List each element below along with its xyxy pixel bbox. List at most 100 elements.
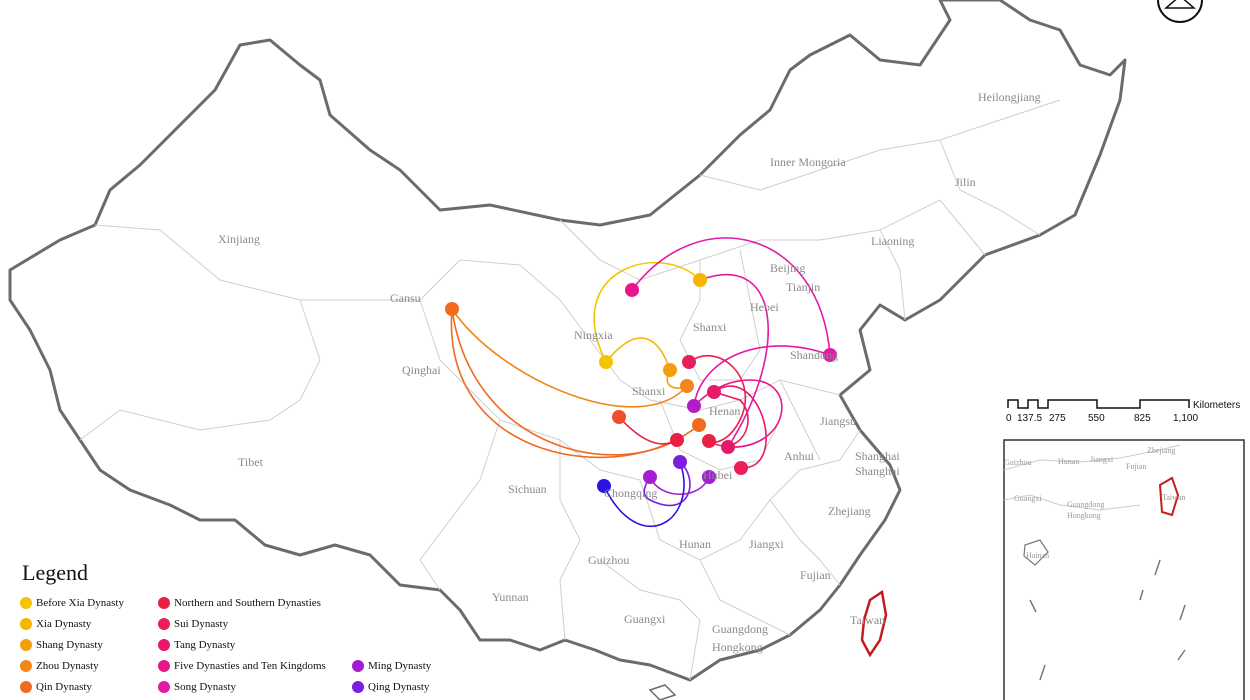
legend-item: Five Dynasties and Ten Kingdoms [158,660,326,672]
legend-item: Sui Dynasty [158,618,228,630]
province-label: Hebei [750,300,779,314]
province-label: Jilin [955,175,976,189]
capital-marker [663,363,677,377]
province-label: Hongkong [712,640,763,654]
legend-label: Northern and Southern Dynasties [174,597,321,609]
legend-item: Qing Dynasty [352,681,429,693]
legend-title: Legend [22,560,88,585]
capital-marker [687,399,701,413]
inset-label: Guangdong [1067,500,1105,509]
legend-item: Northern and Southern Dynasties [158,597,321,609]
inset-label: Taiwan [1162,493,1186,502]
province-label: Shandong [790,348,838,362]
legend-label: Song Dynasty [174,681,237,693]
province-label: Zhejiang [828,504,871,518]
legend-label: Sui Dynasty [174,618,229,630]
province-label: Tibet [238,455,263,469]
legend-label: Shang Dynasty [36,639,103,651]
legend-swatch [20,660,32,672]
capital-marker [702,470,716,484]
capital-marker [612,410,626,424]
capital-marker [673,455,687,469]
capital-marker [445,302,459,316]
scale-tick-label: 275 [1049,413,1066,424]
legend-swatch [158,597,170,609]
legend-item: Before Xia Dynasty [20,597,124,609]
legend-swatch [20,618,32,630]
legend-label: Xia Dynasty [36,618,92,630]
capital-marker [702,434,716,448]
province-label: Anhui [784,449,814,463]
china-outline [8,0,1127,682]
scale-bar [1007,399,1190,409]
legend-label: Zhou Dynasty [36,660,99,672]
inset-label: Hongkong [1067,511,1101,520]
legend-item: Shang Dynasty [20,639,103,651]
province-label: Xinjiang [218,232,260,246]
scale-tick-label: 825 [1134,413,1151,424]
capital-marker [693,273,707,287]
capital-marker [680,379,694,393]
province-label: Inner Mongoria [770,155,846,169]
legend-item: Zhou Dynasty [20,660,99,672]
legend-swatch [158,639,170,651]
legend-label: Tang Dynasty [174,639,236,651]
province-label: Shanxi [632,384,666,398]
province-label: Liaoning [871,234,915,248]
south-china-sea-inset [1003,439,1245,700]
province-label: Hunan [679,537,711,551]
legend-swatch [20,639,32,651]
province-label: Yunnan [492,590,529,604]
province-label: Guizhou [588,553,630,567]
legend-label: Ming Dynasty [368,660,432,672]
province-label: Shanghai [855,464,900,478]
province-label: Sichuan [508,482,547,496]
legend-item: Ming Dynasty [352,660,431,672]
inset-label: Hainan [1026,551,1050,560]
legend-label: Five Dynasties and Ten Kingdoms [174,660,326,672]
province-label: Henan [709,404,741,418]
province-label: Shanxi [693,320,727,334]
legend-item: Qin Dynasty [20,681,92,693]
capital-marker [643,470,657,484]
capital-marker [599,355,613,369]
province-label: Shanghai [855,449,900,463]
province-label: Jiangxi [749,537,784,551]
legend-swatch [352,681,364,693]
province-label: Taiwan [850,613,886,627]
capital-markers [445,273,837,493]
inset-label: Guangxi [1014,494,1042,503]
capital-marker [625,283,639,297]
legend-item: Xia Dynasty [20,618,91,630]
province-label: Tianjin [786,280,821,294]
capital-marker [692,418,706,432]
scale-unit-label: Kilometers [1193,400,1241,411]
legend-swatch [158,618,170,630]
province-label: Fujian [800,568,831,582]
legend-label: Before Xia Dynasty [36,597,124,609]
province-label: Hubei [703,468,733,482]
legend-swatch [20,597,32,609]
legend-item: Song Dynasty [158,681,236,693]
capital-marker [721,440,735,454]
province-label: Chongqing [604,486,658,500]
capital-marker [670,433,684,447]
province-label: Guangdong [712,622,768,636]
taiwan-outline [860,589,888,658]
province-label: Beijing [770,261,806,275]
province-label: Heilongjiang [978,90,1041,104]
capital-marker [734,461,748,475]
inset-label: Jiangxi [1090,455,1114,464]
inset-label: Hunan [1058,457,1080,466]
capital-marker [823,348,837,362]
scale-tick-label: 0 [1006,413,1012,424]
capital-marker [707,385,721,399]
scale-tick-label: 137.5 [1017,413,1043,424]
legend-swatch [20,681,32,693]
legend-label: Qing Dynasty [368,681,430,693]
legend-item: Tang Dynasty [158,639,235,651]
inset-label: Guizhou [1004,458,1032,467]
capital-marker [597,479,611,493]
scale-tick-label: 1,100 [1173,413,1199,424]
hainan-outline [648,684,677,700]
